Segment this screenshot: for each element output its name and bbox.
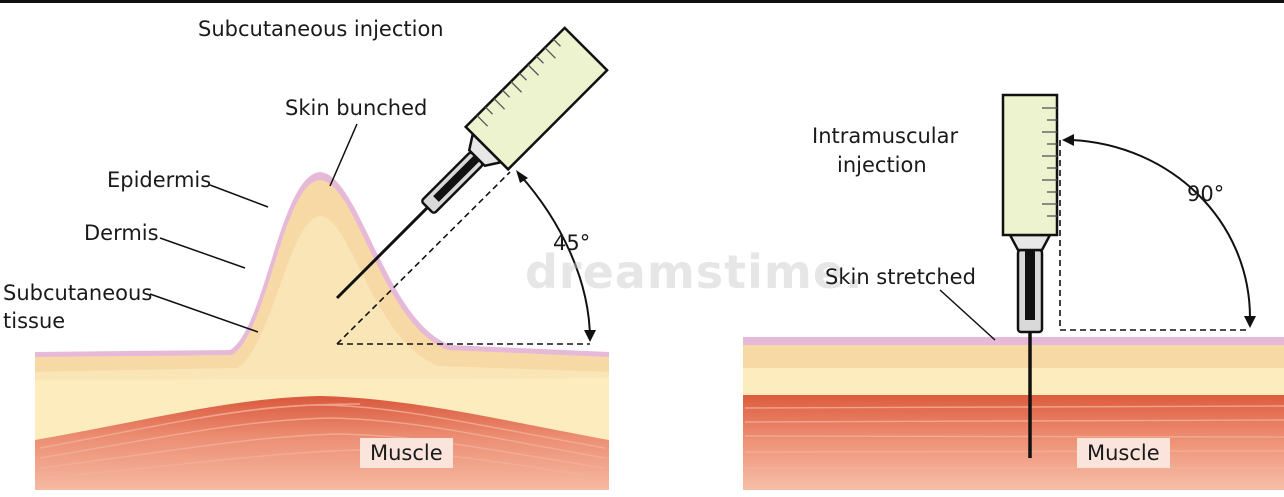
angle-45-label: 45°	[553, 231, 591, 255]
muscle-layer-right	[743, 395, 1284, 490]
syringe-left	[335, 26, 609, 300]
angle-90-label: 90°	[1187, 182, 1225, 206]
skin-cross-section-left	[35, 172, 609, 490]
watermark: dreamstime.	[525, 245, 864, 299]
epidermis-label: Epidermis	[107, 168, 212, 192]
angle-guide-90	[1059, 134, 1256, 331]
intramuscular-injection-title-line1: Intramuscular	[812, 124, 959, 148]
subcutaneous-tissue-label-line2: tissue	[3, 309, 66, 333]
leader-line-right	[939, 289, 996, 341]
leader-lines-left	[149, 123, 358, 333]
angle-guide-45	[336, 170, 596, 345]
muscle-label-left: Muscle	[360, 438, 453, 468]
dermis-label: Dermis	[84, 221, 159, 245]
top-border	[0, 0, 1284, 3]
intramuscular-injection-title-line2: injection	[837, 153, 927, 177]
skin-cross-section-right	[743, 337, 1284, 490]
muscle-layer	[35, 396, 609, 490]
skin-bunched-label: Skin bunched	[285, 96, 428, 120]
subcutaneous-injection-title: Subcutaneous injection	[198, 17, 444, 41]
muscle-label-right: Muscle	[1077, 438, 1170, 468]
syringe-right	[1001, 93, 1059, 458]
subcutaneous-tissue-label-line1: Subcutaneous	[3, 281, 153, 305]
skin-stretched-label: Skin stretched	[825, 265, 976, 289]
